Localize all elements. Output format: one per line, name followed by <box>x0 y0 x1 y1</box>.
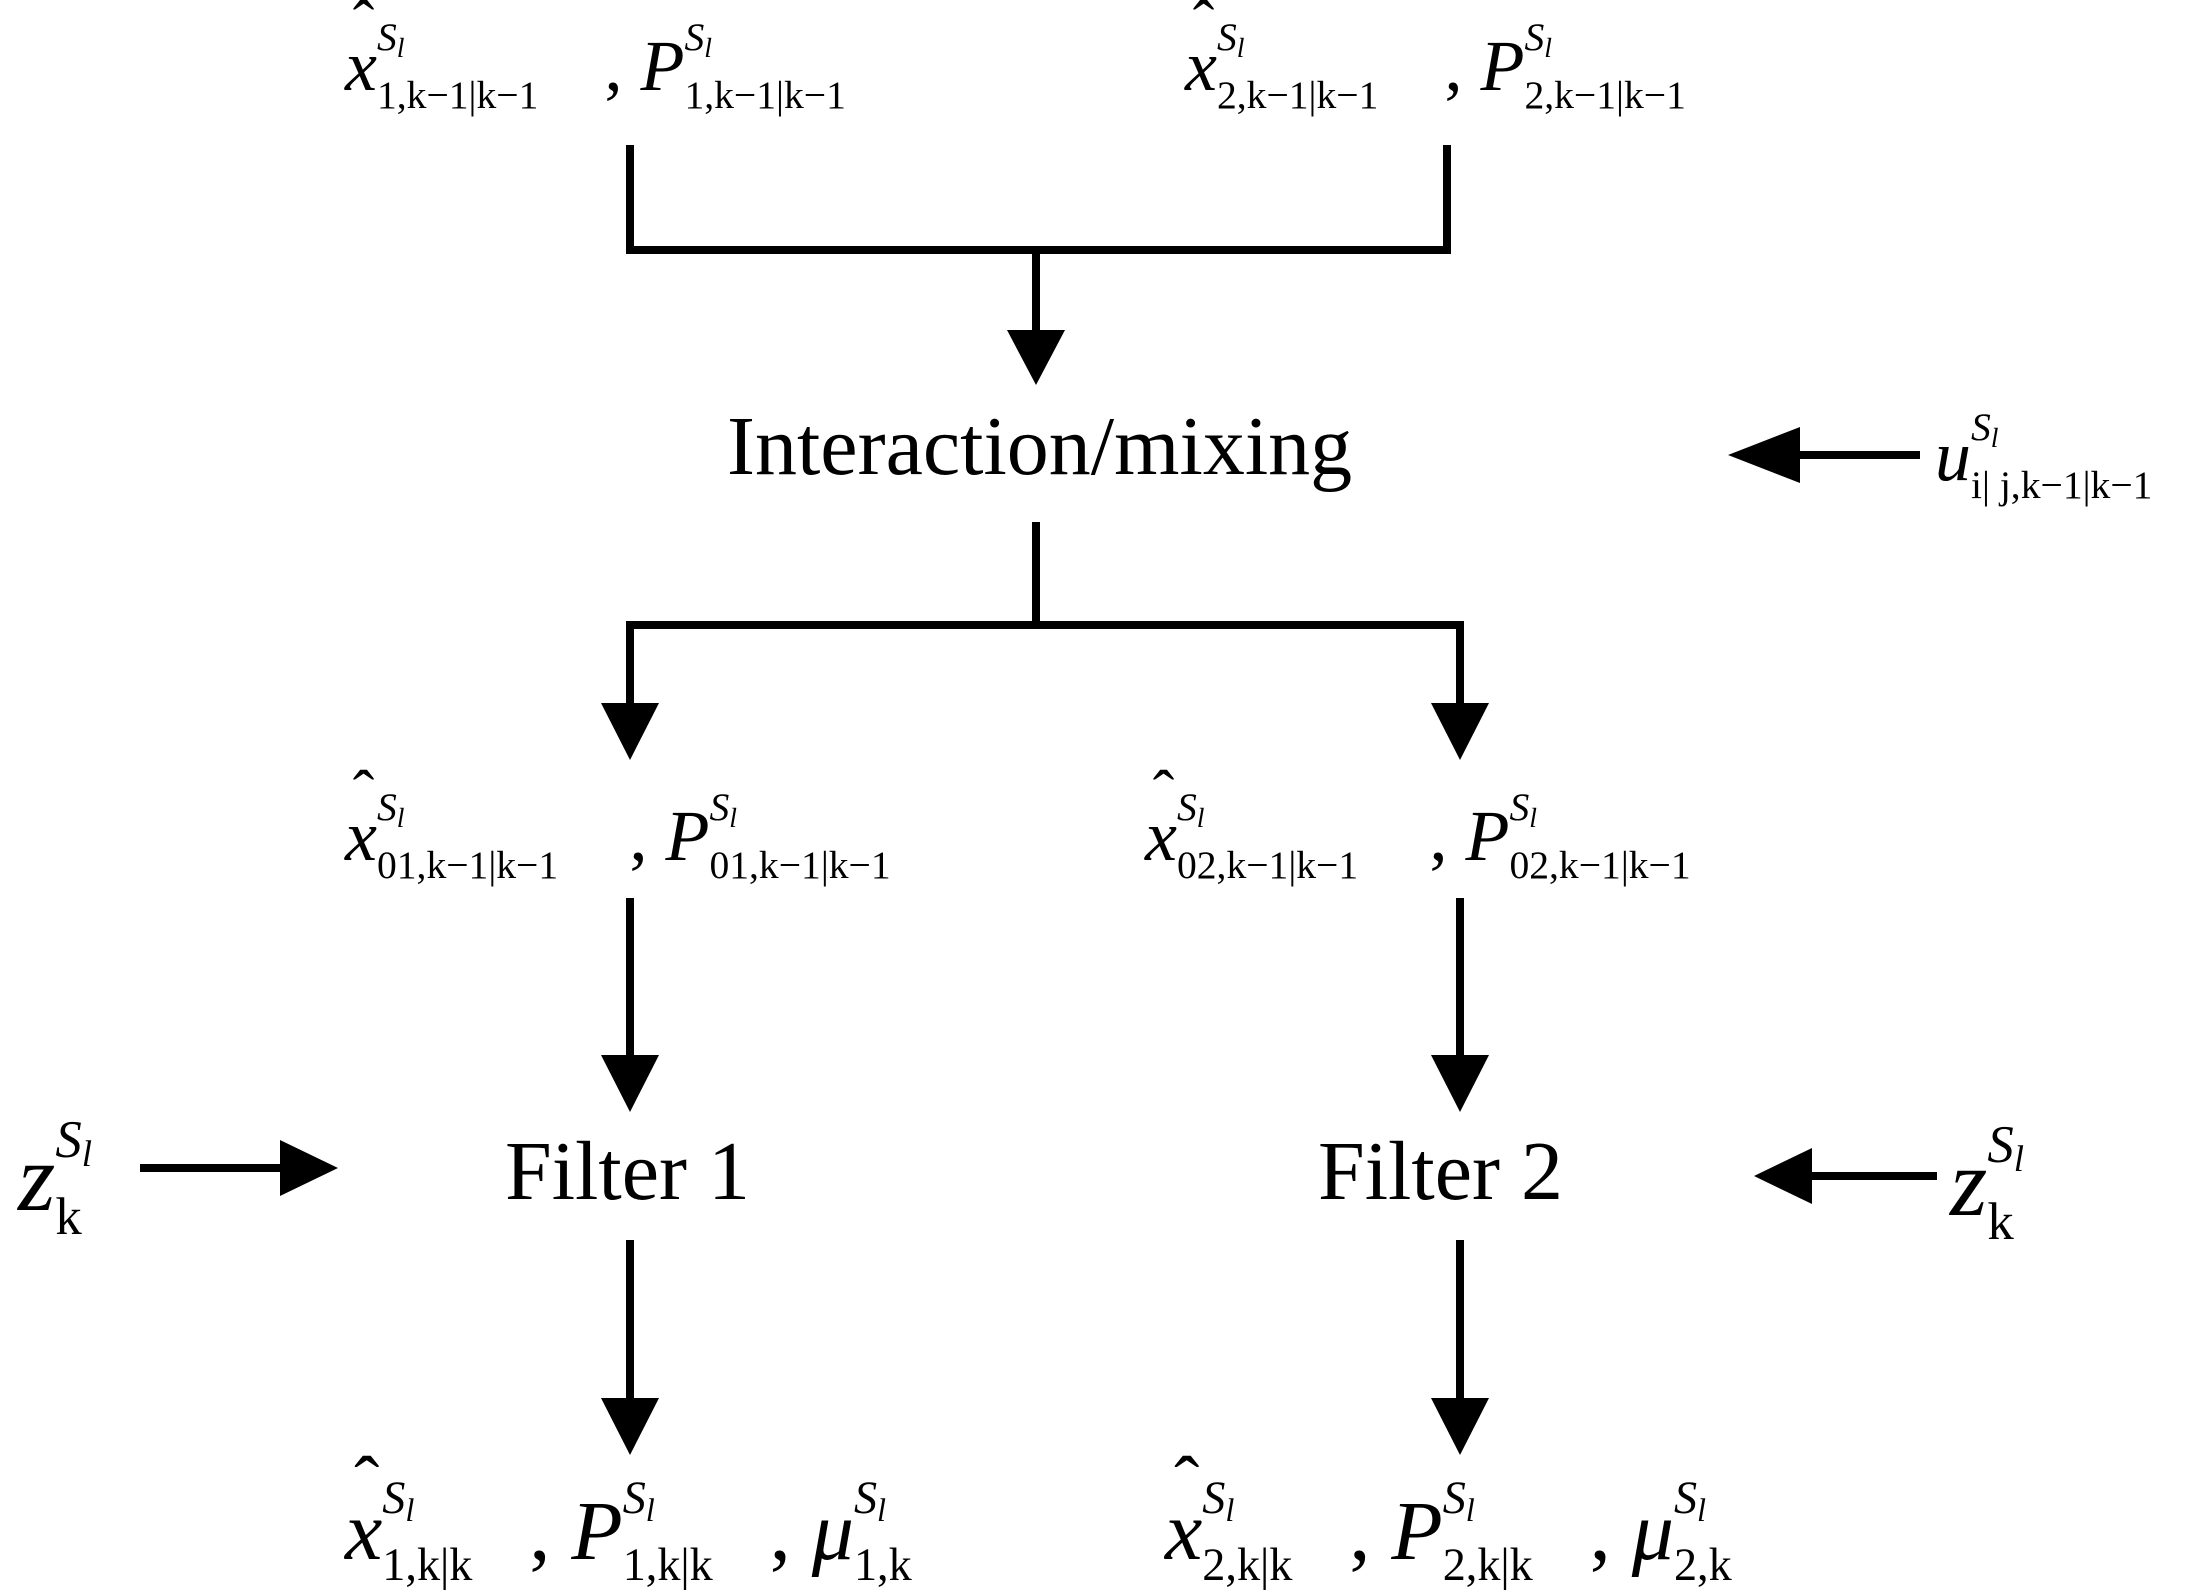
filter-1-label: Filter 1 <box>505 1125 750 1218</box>
filter-2-label: Filter 2 <box>1318 1125 1563 1218</box>
arrowhead-to-filter2 <box>1431 1055 1489 1112</box>
arrowhead-to-mixed1 <box>601 703 659 760</box>
interaction-mixing-label: Interaction/mixing <box>727 400 1353 493</box>
measurement-symbol: z <box>1950 1129 1988 1236</box>
measurement-symbol: z <box>18 1124 56 1231</box>
arrowhead-measurement-right <box>1754 1148 1812 1204</box>
mode-probability-symbol: u <box>1935 416 1971 496</box>
merge-bracket <box>626 145 1451 254</box>
arrowhead-to-output2 <box>1431 1398 1489 1455</box>
state-estimate-symbol: x <box>1185 0 1217 102</box>
covariance-symbol: P <box>1480 26 1525 106</box>
arrowhead-measurement-left <box>280 1140 338 1196</box>
arrowhead-to-mixed2 <box>1431 703 1489 760</box>
arrowhead-to-output1 <box>601 1398 659 1455</box>
state-estimate-symbol: x <box>345 0 377 102</box>
arrowhead-mode-prob <box>1728 427 1800 483</box>
arrowhead-to-filter1 <box>601 1055 659 1112</box>
input1-subscript: 1,k−1|k−1 <box>376 72 539 117</box>
mode-probability-subscript: i| j,k−1|k−1 <box>1971 462 2153 507</box>
split-bracket <box>626 621 1464 703</box>
covariance-symbol: P <box>640 26 685 106</box>
mode-weight-symbol: μ <box>811 1485 854 1578</box>
arrowhead-to-interaction <box>1007 330 1065 385</box>
mode-weight-symbol: μ <box>1631 1485 1674 1578</box>
